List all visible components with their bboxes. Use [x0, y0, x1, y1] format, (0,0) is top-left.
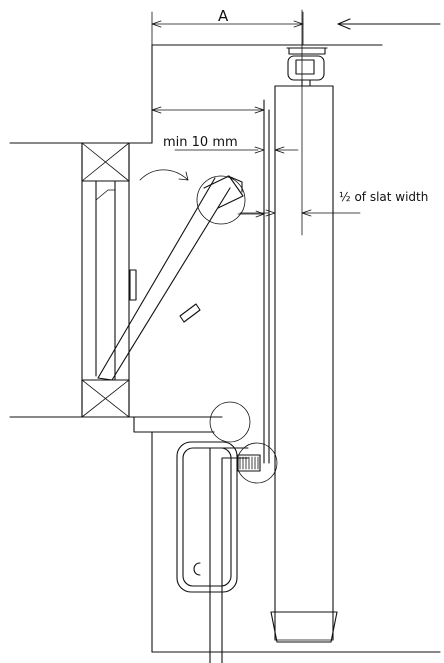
- dimension-min-gap: min 10 mm: [163, 135, 299, 154]
- rotation-arrow: [139, 169, 189, 181]
- dim-a-label: A: [218, 7, 229, 25]
- vertical-slat: [270, 9, 338, 643]
- top-rail-profile: [286, 47, 328, 87]
- min-gap-label: min 10 mm: [163, 135, 238, 150]
- window-sash: [97, 175, 244, 381]
- brush-seal: [237, 454, 261, 472]
- windowsill: [9, 416, 441, 653]
- detail-circle-mid: [209, 401, 251, 443]
- arrow-right-top: [337, 18, 441, 30]
- radiator-pipes: [176, 441, 249, 663]
- dimension-reveal: [151, 106, 265, 114]
- dimension-half-slat: ½ of slat width: [239, 190, 428, 217]
- detail-circle-top: [196, 175, 246, 225]
- window-frame: [81, 142, 130, 418]
- pointer-arrow: [237, 210, 265, 218]
- slat-width-label: ½ of slat width: [339, 190, 428, 204]
- dimension-a: A: [151, 7, 304, 46]
